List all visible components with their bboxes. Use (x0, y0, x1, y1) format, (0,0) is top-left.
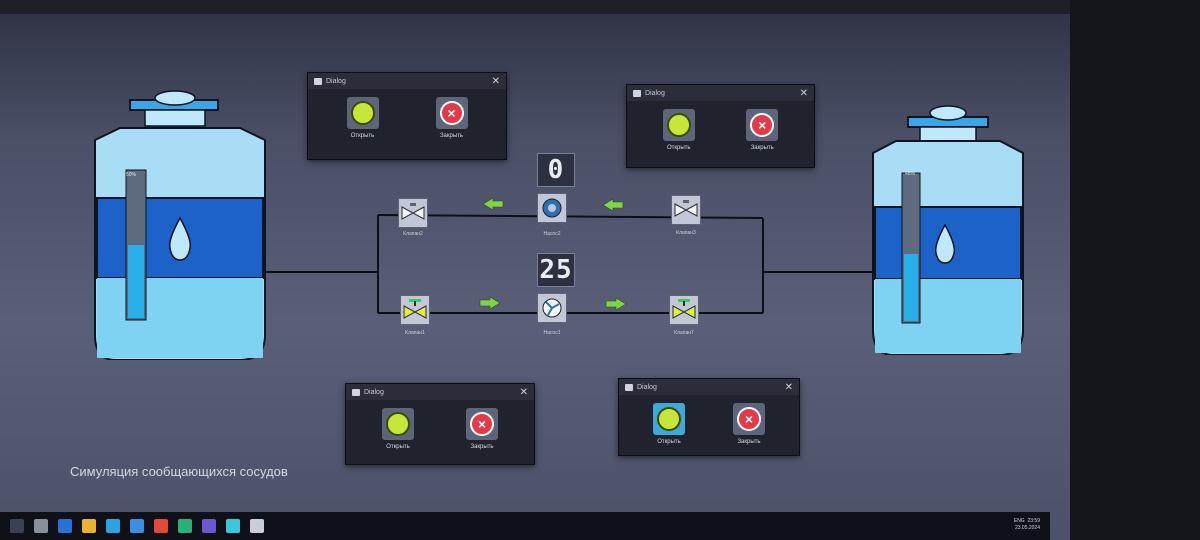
x-circle-icon: × (737, 407, 761, 431)
arrow-left-icon (602, 198, 624, 212)
tank-right-level-label: 46% (905, 171, 916, 177)
tank-left-level-label: 50% (126, 172, 137, 178)
app-taskbar-icon[interactable] (58, 519, 72, 533)
valve7-label: Клапан7 (674, 330, 694, 336)
close-button[interactable]: × (435, 97, 468, 129)
valve-closed-icon (674, 200, 698, 217)
green-circle-icon (666, 113, 691, 137)
clock-time[interactable]: 23:59 (1027, 518, 1040, 524)
taskbar: ENG 23:59 23.05.2024 (0, 512, 1050, 540)
dialog-titlebar: Dialog✕ (627, 85, 814, 101)
pump1-speed-display: 25 (537, 253, 575, 287)
water-drop-icon (168, 216, 192, 261)
valve3[interactable] (671, 195, 701, 225)
valve1-label: Клапан1 (405, 330, 425, 336)
monitor-bezel-top (0, 0, 1200, 14)
pump1[interactable] (537, 293, 567, 323)
open-button[interactable] (382, 408, 414, 440)
tank-right (872, 105, 1024, 355)
store-icon[interactable] (130, 519, 144, 533)
folder-icon[interactable] (82, 519, 96, 533)
search-icon[interactable] (34, 519, 48, 533)
valve-closed-icon (401, 203, 425, 220)
pump-icon (542, 298, 562, 318)
app-taskbar-icon[interactable] (178, 519, 192, 533)
green-circle-icon (386, 412, 410, 436)
dialog-top-right: Dialog✕ Открыть ×Закрыть (626, 84, 815, 168)
open-button[interactable] (662, 109, 695, 141)
water-drop-icon (934, 223, 956, 264)
chrome-icon[interactable] (154, 519, 168, 533)
open-button[interactable] (653, 403, 685, 435)
close-button[interactable]: × (746, 109, 779, 141)
app-icon (314, 77, 322, 85)
pump2-speed-display: 0 (537, 153, 575, 187)
pump2[interactable] (537, 193, 567, 223)
valve2[interactable] (398, 198, 428, 228)
language-indicator[interactable]: ENG (1013, 518, 1025, 524)
pipe-top (377, 214, 764, 219)
x-circle-icon: × (750, 113, 775, 137)
close-button[interactable]: × (466, 408, 498, 440)
green-circle-icon (350, 101, 375, 125)
app-caption: Симуляция сообщающихся сосудов (70, 464, 288, 479)
pump-icon (542, 198, 562, 218)
arrow-right-icon (479, 296, 501, 310)
x-circle-icon: × (439, 101, 464, 125)
arrow-left-icon (482, 197, 504, 211)
dialog-bottom-right: Dialog✕ Открыть ×Закрыть (618, 378, 800, 456)
clock-date: 23.05.2024 (1014, 525, 1040, 531)
system-tray: ENG 23:59 23.05.2024 (1014, 518, 1040, 532)
open-button[interactable] (346, 97, 379, 129)
dialog-top-left: Dialog✕ Открыть ×Закрыть (307, 72, 507, 160)
dialog-titlebar: Dialog✕ (346, 384, 534, 400)
app-icon (625, 383, 633, 391)
dialog-titlebar: Dialog✕ (619, 379, 799, 395)
close-icon[interactable]: ✕ (799, 87, 808, 99)
valve-open-icon (403, 299, 427, 319)
dialog-bottom-left: Dialog✕ Открыть ×Закрыть (345, 383, 535, 465)
close-icon[interactable]: ✕ (519, 386, 528, 398)
dialog-titlebar: Dialog✕ (308, 73, 506, 89)
pump1-label: Насос1 (543, 330, 561, 336)
monitor-bezel-right (1070, 0, 1200, 540)
app-icon (633, 89, 641, 97)
app-taskbar-icon[interactable] (250, 519, 264, 533)
close-icon[interactable]: ✕ (784, 381, 793, 393)
x-circle-icon: × (470, 412, 494, 436)
close-icon[interactable]: ✕ (491, 75, 500, 87)
arrow-right-icon (605, 297, 627, 311)
app-icon (352, 388, 360, 396)
pump2-label: Насос2 (543, 231, 561, 237)
valve3-label: Клапан3 (676, 230, 696, 236)
valve-open-icon (672, 299, 696, 319)
green-circle-icon (657, 407, 681, 431)
tank-left (94, 90, 266, 360)
start-icon[interactable] (10, 519, 24, 533)
app-taskbar-icon[interactable] (202, 519, 216, 533)
valve1[interactable] (400, 295, 430, 325)
valve7[interactable] (669, 295, 699, 325)
browser-icon[interactable] (106, 519, 120, 533)
app-taskbar-icon[interactable] (226, 519, 240, 533)
valve2-label: Клапан2 (403, 231, 423, 237)
close-button[interactable]: × (733, 403, 765, 435)
